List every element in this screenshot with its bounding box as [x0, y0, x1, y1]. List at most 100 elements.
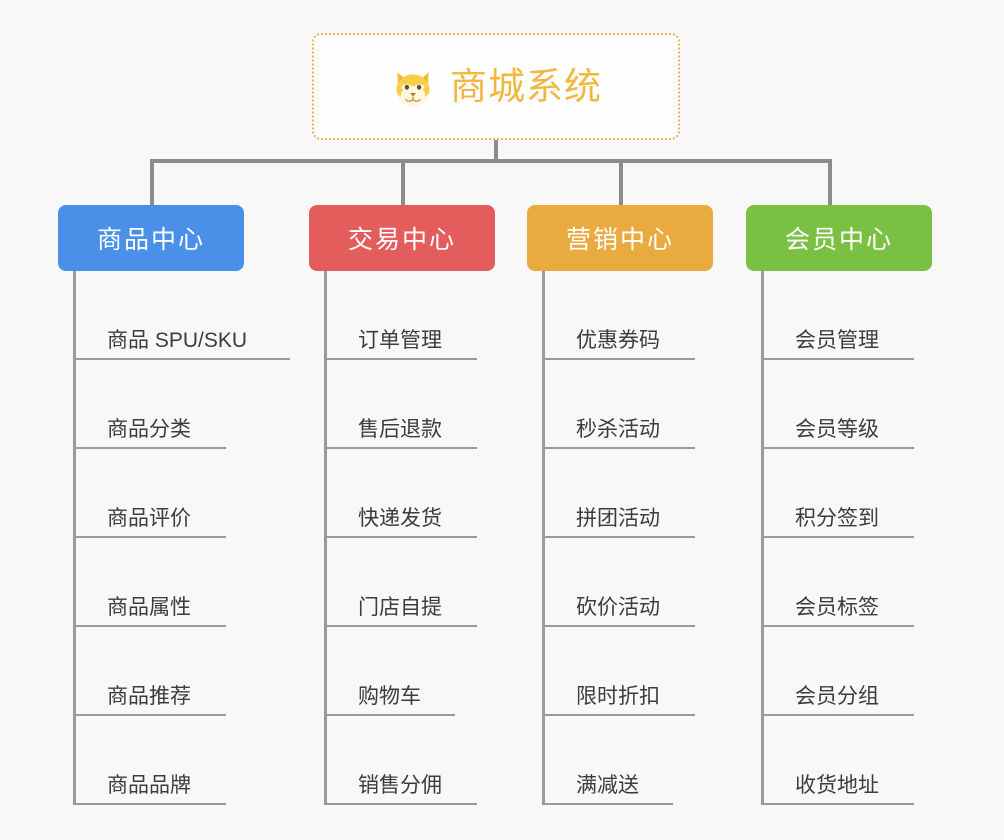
leaf-item[interactable]: 销售分佣: [324, 716, 495, 805]
leaf-underline: [542, 536, 695, 538]
category-column-3: 营销中心 优惠券码 秒杀活动 拼团活动 砍价活动 限时折扣 满减送: [527, 205, 713, 805]
leaf-label: 积分签到: [795, 507, 879, 530]
leaf-underline: [761, 714, 914, 716]
leaf-list-2: 订单管理 售后退款 快递发货 门店自提 购物车 销售分佣: [324, 271, 495, 805]
leaf-label: 门店自提: [358, 596, 442, 619]
leaf-item[interactable]: 商品属性: [73, 538, 244, 627]
trunk-line-2: [324, 271, 327, 805]
leaf-item[interactable]: 砍价活动: [542, 538, 713, 627]
leaf-item[interactable]: 会员等级: [761, 360, 932, 449]
leaf-underline: [542, 625, 695, 627]
shiba-dog-face-icon: [396, 71, 430, 107]
leaf-label: 会员标签: [795, 596, 879, 619]
category-header-4[interactable]: 会员中心: [746, 205, 932, 271]
leaf-label: 订单管理: [358, 329, 442, 352]
leaf-underline: [542, 714, 695, 716]
leaf-item[interactable]: 快递发货: [324, 449, 495, 538]
leaf-label: 会员管理: [795, 329, 879, 352]
leaf-underline: [761, 536, 914, 538]
leaf-underline: [324, 625, 477, 627]
leaf-label: 限时折扣: [576, 685, 660, 708]
leaf-underline: [324, 358, 477, 360]
root-title: 商城系统: [450, 66, 602, 107]
leaf-item[interactable]: 购物车: [324, 627, 495, 716]
leaf-label: 商品 SPU/SKU: [107, 329, 248, 352]
connector-drop-category-3: [619, 159, 623, 207]
leaf-label: 快递发货: [358, 507, 442, 530]
category-header-3[interactable]: 营销中心: [527, 205, 713, 271]
leaf-item[interactable]: 会员管理: [761, 271, 932, 360]
leaf-label: 购物车: [358, 685, 421, 708]
leaf-item[interactable]: 积分签到: [761, 449, 932, 538]
category-header-label: 交易中心: [347, 226, 456, 254]
leaf-underline: [324, 803, 477, 805]
leaf-label: 砍价活动: [576, 596, 660, 619]
leaf-underline: [324, 714, 455, 716]
connector-horizontal-bus: [150, 159, 832, 163]
leaf-label: 商品分类: [107, 418, 191, 441]
connector-drop-category-4: [828, 159, 832, 207]
leaf-item[interactable]: 商品品牌: [73, 716, 244, 805]
trunk-line-3: [542, 271, 545, 805]
connector-drop-category-1: [150, 159, 154, 207]
category-header-2[interactable]: 交易中心: [309, 205, 495, 271]
leaf-list-4: 会员管理 会员等级 积分签到 会员标签 会员分组 收货地址: [761, 271, 932, 805]
category-header-label: 会员中心: [784, 226, 893, 254]
leaf-label: 满减送: [576, 774, 639, 797]
leaf-item[interactable]: 限时折扣: [542, 627, 713, 716]
leaf-label: 售后退款: [358, 418, 442, 441]
leaf-label: 销售分佣: [358, 774, 442, 797]
leaf-label: 商品推荐: [107, 685, 191, 708]
leaf-item[interactable]: 商品 SPU/SKU: [73, 271, 290, 360]
leaf-underline: [324, 447, 477, 449]
leaf-label: 秒杀活动: [576, 418, 660, 441]
leaf-underline: [324, 536, 477, 538]
category-header-label: 商品中心: [96, 226, 205, 254]
leaf-label: 收货地址: [795, 774, 879, 797]
leaf-underline: [542, 358, 695, 360]
leaf-underline: [761, 625, 914, 627]
leaf-label: 拼团活动: [576, 507, 660, 530]
leaf-item[interactable]: 商品分类: [73, 360, 244, 449]
leaf-label: 会员等级: [795, 418, 879, 441]
leaf-underline: [73, 536, 226, 538]
leaf-underline: [73, 803, 226, 805]
leaf-item[interactable]: 会员分组: [761, 627, 932, 716]
root-node[interactable]: 商城系统: [312, 33, 680, 140]
leaf-item[interactable]: 商品评价: [73, 449, 244, 538]
leaf-label: 优惠券码: [576, 329, 660, 352]
leaf-item[interactable]: 售后退款: [324, 360, 495, 449]
leaf-list-3: 优惠券码 秒杀活动 拼团活动 砍价活动 限时折扣 满减送: [542, 271, 713, 805]
leaf-label: 会员分组: [795, 685, 879, 708]
leaf-underline: [73, 447, 226, 449]
trunk-line-1: [73, 271, 76, 805]
leaf-item[interactable]: 订单管理: [324, 271, 495, 360]
leaf-underline: [542, 803, 673, 805]
category-column-4: 会员中心 会员管理 会员等级 积分签到 会员标签 会员分组 收货地址: [746, 205, 932, 805]
leaf-item[interactable]: 满减送: [542, 716, 713, 805]
leaf-label: 商品品牌: [107, 774, 191, 797]
leaf-underline: [761, 358, 914, 360]
leaf-item[interactable]: 会员标签: [761, 538, 932, 627]
leaf-item[interactable]: 拼团活动: [542, 449, 713, 538]
category-header-label: 营销中心: [565, 226, 674, 254]
leaf-item[interactable]: 秒杀活动: [542, 360, 713, 449]
leaf-underline: [761, 803, 914, 805]
category-column-1: 商品中心 商品 SPU/SKU 商品分类 商品评价 商品属性 商品推荐 商品品牌: [58, 205, 290, 805]
leaf-underline: [73, 625, 226, 627]
connector-drop-category-2: [401, 159, 405, 207]
leaf-underline: [542, 447, 695, 449]
leaf-item[interactable]: 优惠券码: [542, 271, 713, 360]
leaf-item[interactable]: 收货地址: [761, 716, 932, 805]
trunk-line-4: [761, 271, 764, 805]
leaf-underline: [761, 447, 914, 449]
leaf-underline: [73, 714, 226, 716]
leaf-item[interactable]: 商品推荐: [73, 627, 244, 716]
category-header-1[interactable]: 商品中心: [58, 205, 244, 271]
leaf-item[interactable]: 门店自提: [324, 538, 495, 627]
leaf-label: 商品属性: [107, 596, 191, 619]
leaf-list-1: 商品 SPU/SKU 商品分类 商品评价 商品属性 商品推荐 商品品牌: [73, 271, 290, 805]
leaf-label: 商品评价: [107, 507, 191, 530]
leaf-underline: [73, 358, 290, 360]
